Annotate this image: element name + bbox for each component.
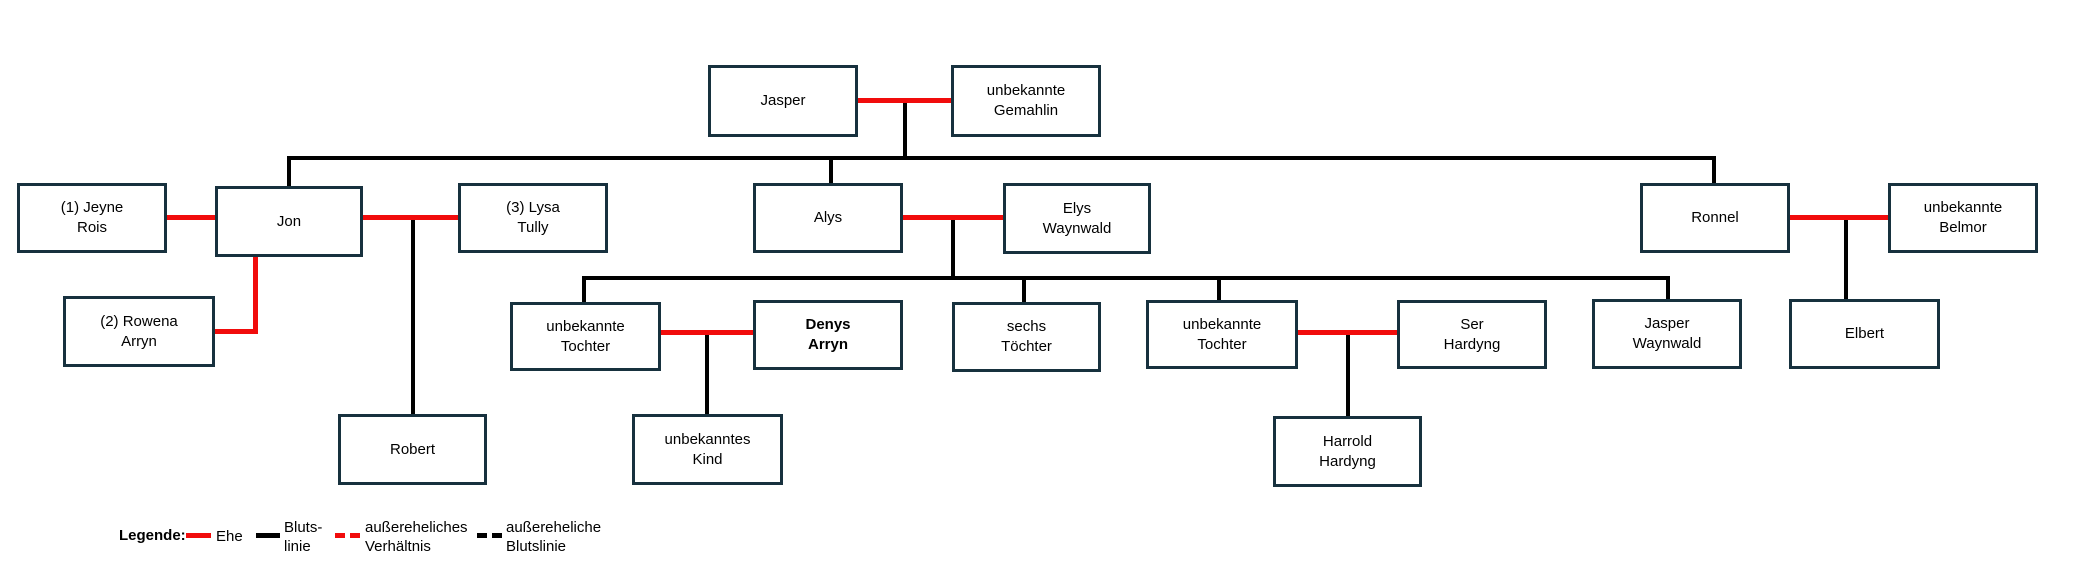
legend-swatch-ehe: [186, 533, 211, 538]
person-label: (3) Lysa Tully: [506, 199, 560, 236]
legend-label-aussereheliche-blutslinie: außereheliche Blutslinie: [506, 519, 602, 555]
person-label: unbekannte Gemahlin: [986, 82, 1066, 119]
person-label: (1) Jeyne Rois: [60, 199, 124, 236]
person-box-jeyne-rois: (1) Jeyne Rois: [17, 183, 167, 253]
legend-title: Legende:: [119, 527, 186, 544]
bloodline-down-tochter2: [1217, 276, 1221, 302]
legend-label-blutslinie: Bluts- linie: [284, 519, 323, 555]
marriage-line-jon-rowena-vertical: [253, 255, 258, 334]
marriage-line-ronnel-belmor: [1788, 215, 1890, 220]
bloodline-down-alys: [829, 156, 833, 185]
bloodline-sibling-row2: [287, 156, 1716, 160]
bloodline-alys-elys-down: [951, 217, 955, 278]
bloodline-down-ronnel: [1712, 156, 1716, 185]
person-label: Harrold Hardyng: [1319, 432, 1376, 470]
person-label: Robert: [389, 440, 436, 458]
person-label: Alys: [813, 209, 843, 226]
bloodline-down-sechs-toechter: [1022, 276, 1026, 304]
person-box-unbekannte-gemahlin: unbekannte Gemahlin: [951, 65, 1101, 137]
person-box-elbert: Elbert: [1789, 299, 1940, 369]
person-label: Jasper: [760, 92, 806, 109]
person-label: unbekannte Tochter: [1182, 315, 1262, 353]
person-box-unbekannte-belmor: unbekannte Belmor: [1888, 183, 2038, 253]
person-box-elys-waynwald: Elys Waynwald: [1003, 183, 1151, 254]
bloodline-down-tochter1: [582, 276, 586, 304]
person-box-ronnel: Ronnel: [1640, 183, 1790, 253]
legend-swatch-aussereheliches-verhaeltnis: [335, 533, 360, 538]
person-label: Elbert: [1844, 325, 1885, 342]
person-label: Ser Hardyng: [1443, 315, 1501, 353]
person-box-jasper: Jasper: [708, 65, 858, 137]
person-box-denys-arryn: Denys Arryn: [753, 300, 903, 370]
person-box-rowena-arryn: (2) Rowena Arryn: [63, 296, 215, 367]
person-box-robert: Robert: [338, 414, 487, 485]
legend-swatch-blutslinie: [256, 533, 280, 538]
person-label: Jasper Waynwald: [1632, 315, 1702, 352]
person-box-jon: Jon: [215, 186, 363, 257]
person-label: sechs Töchter: [1001, 318, 1052, 355]
person-label: (2) Rowena Arryn: [100, 312, 178, 350]
bloodline-to-elbert: [1844, 217, 1848, 301]
person-box-jasper-waynwald: Jasper Waynwald: [1592, 299, 1742, 369]
marriage-line-tochter2-serhardyng: [1296, 330, 1399, 335]
bloodline-down-jon: [287, 156, 291, 188]
person-box-unbekannte-tochter-1: unbekannte Tochter: [510, 302, 661, 371]
person-box-ser-hardyng: Ser Hardyng: [1397, 300, 1547, 369]
person-label: Ronnel: [1691, 209, 1739, 226]
person-label: Elys Waynwald: [1042, 199, 1112, 237]
person-box-sechs-toechter: sechs Töchter: [952, 302, 1101, 372]
person-label: unbekannte Belmor: [1923, 199, 2003, 236]
bloodline-children-alys-elys: [582, 276, 1670, 280]
marriage-line-jasper-gemahlin: [856, 98, 953, 103]
bloodline-to-unbekanntes-kind: [705, 332, 709, 416]
marriage-line-jon-lysa: [363, 215, 460, 220]
marriage-line-jeyne-jon: [165, 215, 217, 220]
legend-label-ehe: Ehe: [216, 528, 243, 545]
person-box-alys: Alys: [753, 183, 903, 253]
person-label: Jon: [276, 212, 302, 230]
legend-swatch-aussereheliche-blutslinie: [477, 533, 502, 538]
person-box-unbekannte-tochter-2: unbekannte Tochter: [1146, 300, 1298, 369]
person-label: unbekannte Tochter: [546, 317, 625, 355]
marriage-line-jon-rowena-horizontal: [213, 329, 258, 334]
bloodline-jasper-marriage-down: [903, 99, 907, 158]
person-box-unbekanntes-kind: unbekanntes Kind: [632, 414, 783, 485]
legend-label-aussereheliches-verhaeltnis: außereheliches Verhältnis: [365, 519, 468, 555]
person-box-lysa-tully: (3) Lysa Tully: [458, 183, 608, 253]
person-box-harrold-hardyng: Harrold Hardyng: [1273, 416, 1422, 487]
marriage-line-tochter1-denys: [659, 330, 755, 335]
bloodline-jon-lysa-to-robert: [411, 217, 415, 416]
marriage-line-alys-elys: [901, 215, 1005, 220]
bloodline-to-harrold: [1346, 332, 1350, 418]
bloodline-down-jasper-waynwald: [1666, 276, 1670, 301]
person-label: unbekanntes Kind: [664, 430, 751, 468]
person-label: Denys Arryn: [805, 316, 851, 353]
